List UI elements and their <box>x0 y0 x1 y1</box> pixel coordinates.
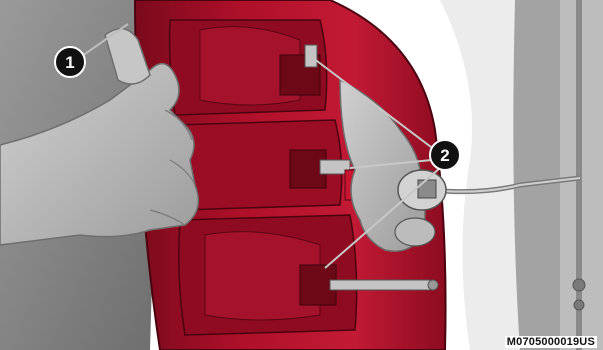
figure-code: M0705000019US <box>505 336 597 348</box>
callout-2: 2 <box>430 140 460 170</box>
svg-text:2: 2 <box>440 146 449 165</box>
body-bolt-icon <box>574 300 584 310</box>
lower-socket-stem <box>330 280 430 290</box>
body-bolt-icon <box>573 279 585 291</box>
upper-socket-stem <box>305 45 317 67</box>
vehicle-door-edge <box>576 0 582 350</box>
vehicle-pillar <box>513 0 560 350</box>
lower-bolt-icon <box>428 280 438 290</box>
svg-text:1: 1 <box>65 53 74 72</box>
callout-1: 1 <box>55 47 85 77</box>
